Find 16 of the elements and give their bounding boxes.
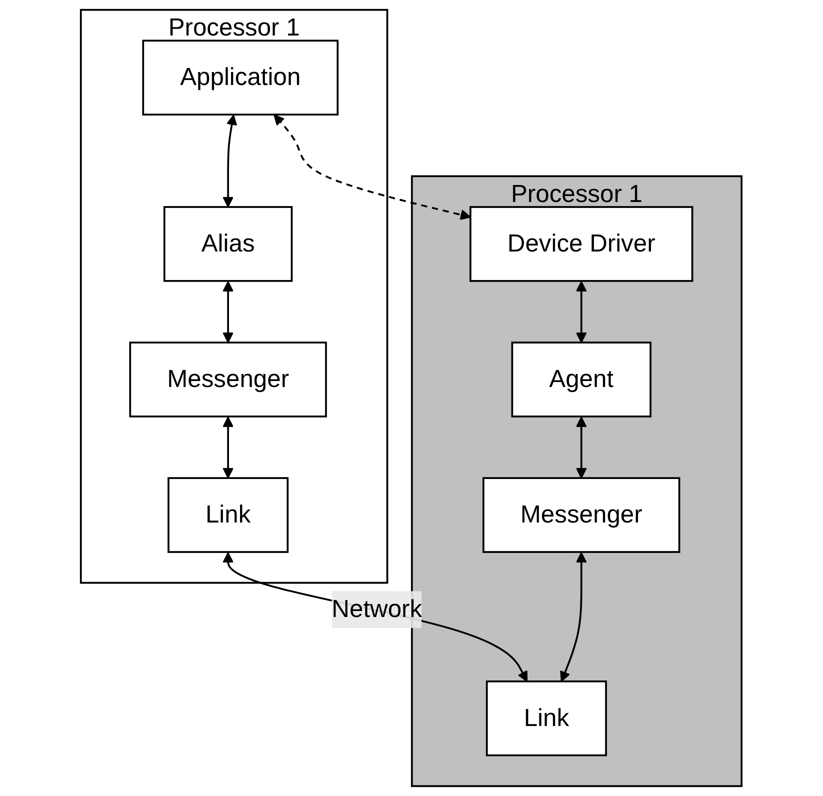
node-box: Device Driver — [470, 206, 694, 282]
arrow — [222, 552, 528, 682]
node-box: Application — [142, 40, 339, 116]
arrow — [274, 114, 472, 220]
node-box: Link — [168, 477, 289, 553]
arrow — [560, 552, 588, 682]
node-box: Agent — [512, 342, 652, 418]
arrow — [576, 416, 588, 479]
node-box: Messenger — [482, 477, 680, 553]
arrow — [222, 114, 238, 208]
node-box: Messenger — [130, 342, 328, 418]
node-box: Link — [486, 680, 608, 756]
arrow — [222, 416, 234, 479]
arrow — [576, 280, 588, 344]
arrow — [222, 280, 234, 344]
node-box: Alias — [164, 206, 293, 282]
